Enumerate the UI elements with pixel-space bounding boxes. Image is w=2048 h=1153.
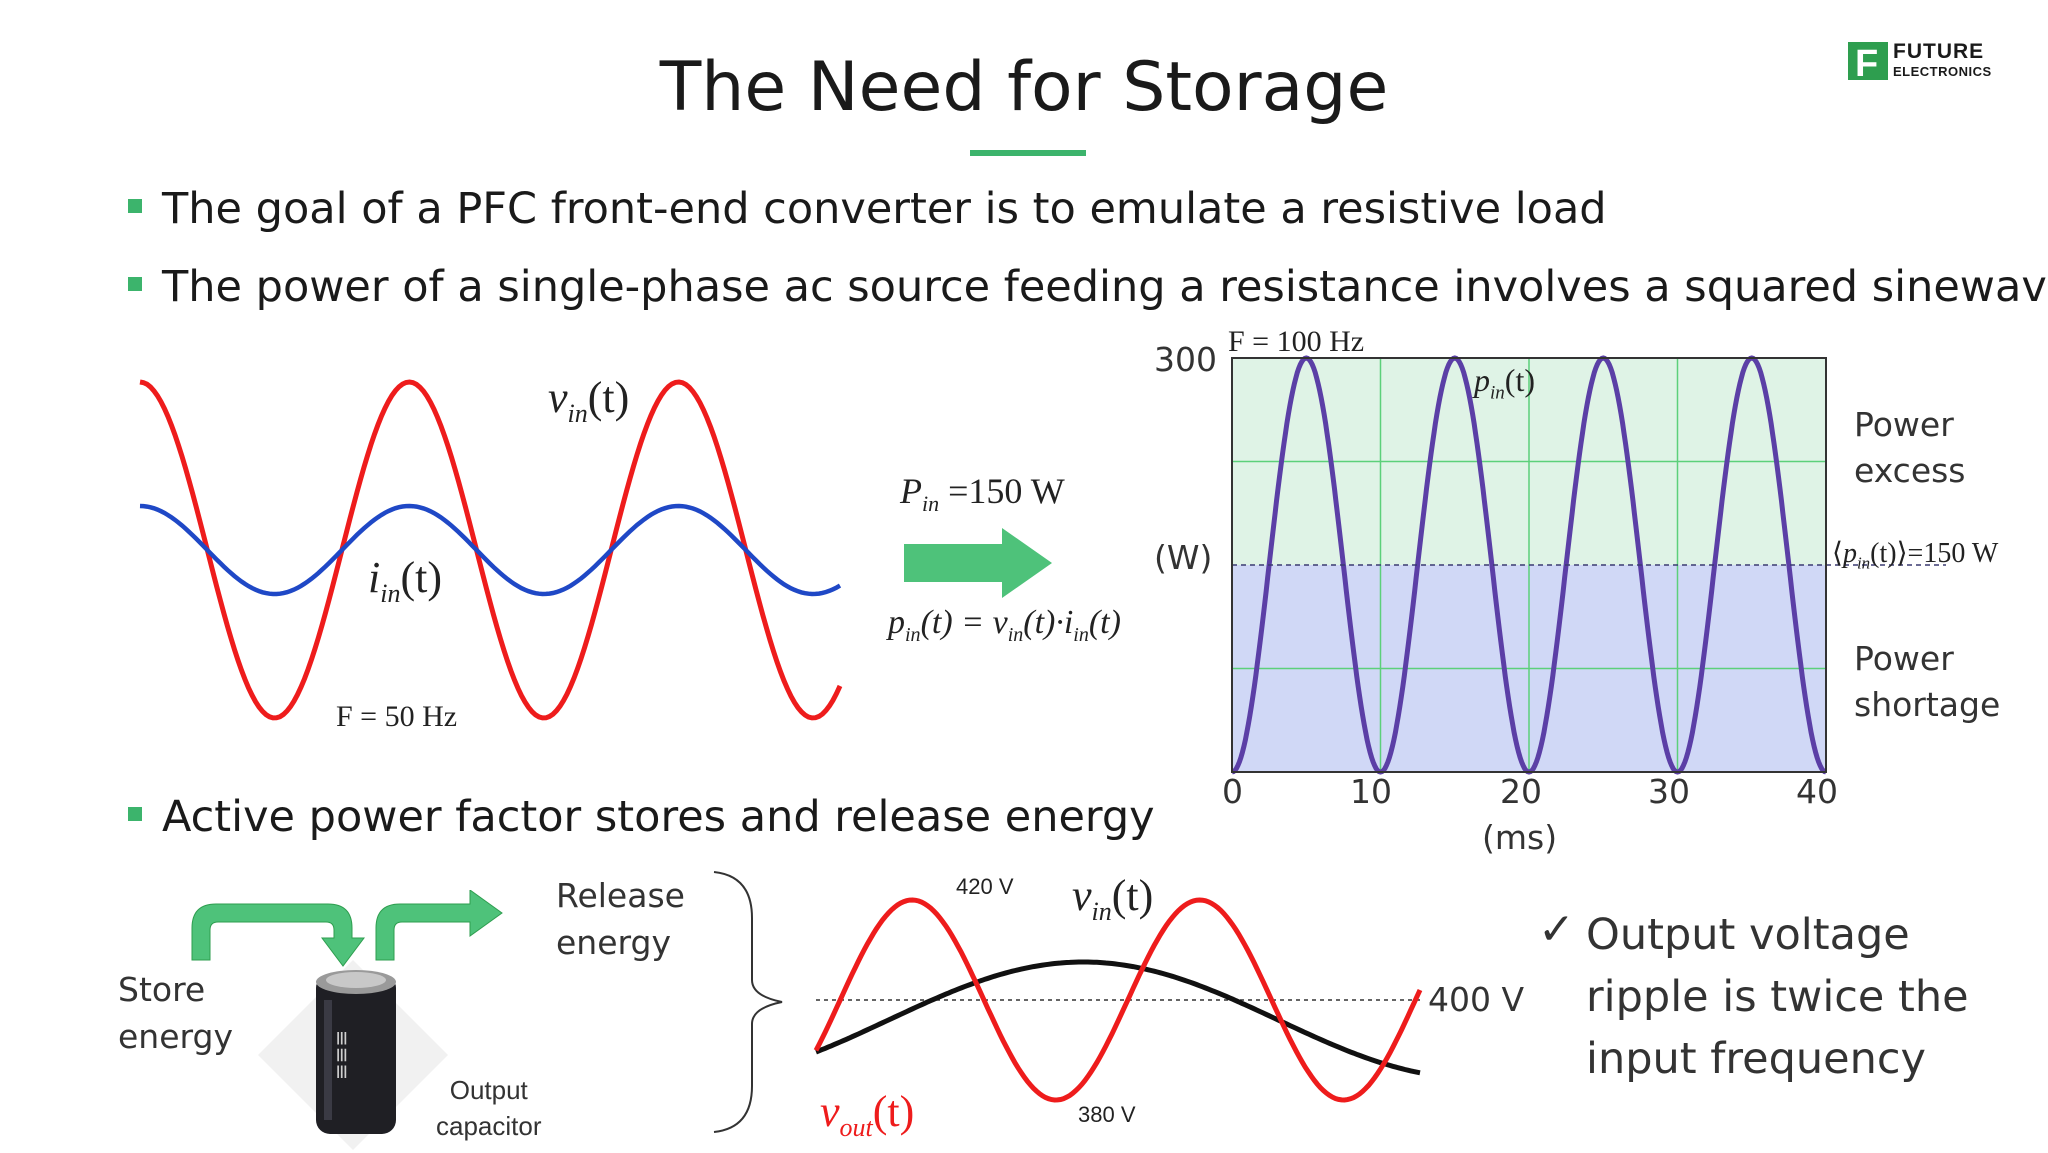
future-electronics-logo: F FUTURE ELECTRONICS <box>1848 40 2018 85</box>
iin-curve <box>139 503 842 597</box>
v380-label: 380 V <box>1078 1102 1136 1127</box>
ripple-vout-curve <box>813 897 1423 1103</box>
capacitor-image: ≡≡≡ <box>258 960 448 1150</box>
pin-curve-label: pin(t) <box>1474 362 1535 404</box>
release-arrow-icon <box>375 890 503 961</box>
logo-mark-icon: F <box>1848 42 1888 85</box>
x-tick-10: 10 <box>1350 772 1392 811</box>
iin-label: iin(t) <box>368 553 442 608</box>
bullet-3-text: Active power factor stores and release e… <box>162 792 1155 842</box>
v400-label: 400 V <box>1428 980 1525 1019</box>
storage-arrows <box>191 890 503 967</box>
power-formula: pin(t) = vin(t)·iin(t) <box>888 604 1121 646</box>
x-axis-label: (ms) <box>1482 818 1558 857</box>
bullet-3: Active power factor stores and release e… <box>128 792 1155 842</box>
freq-50hz-label: F = 50 Hz <box>336 700 458 733</box>
average-label: ⟨pin(t)⟩=150 W <box>1832 538 1999 573</box>
bullet-2-text: The power of a single-phase ac source fe… <box>162 262 2048 312</box>
chart-title: F = 100 Hz <box>1228 325 1365 358</box>
plot-frame <box>1231 357 1827 773</box>
ripple-note: Output voltage ripple is twice the input… <box>1586 910 1969 1084</box>
pin-label: Pin =150 W <box>900 471 1065 517</box>
store-arrow-icon <box>191 903 365 967</box>
power-chart <box>1231 355 1946 775</box>
ripple-vin-curve <box>815 959 1421 1076</box>
bullet-2: The power of a single-phase ac source fe… <box>128 262 2048 312</box>
vin-label: vin(t) <box>548 373 630 428</box>
arrow-right-icon <box>904 528 1052 598</box>
bullet-square-icon <box>128 198 142 213</box>
input-waveform <box>139 379 843 721</box>
ripple-vin-label: vin(t) <box>1072 871 1154 926</box>
x-tick-20: 20 <box>1500 772 1542 811</box>
check-icon: ✓ <box>1538 904 1575 955</box>
y-tick-300: 300 <box>1154 340 1217 379</box>
page-title: The Need for Storage <box>659 48 1389 127</box>
logo-line2: ELECTRONICS <box>1893 64 1992 79</box>
svg-text:≡≡≡: ≡≡≡ <box>329 1030 353 1080</box>
curly-brace <box>713 871 783 1133</box>
x-tick-30: 30 <box>1648 772 1690 811</box>
v420-label: 420 V <box>956 874 1014 899</box>
x-tick-0: 0 <box>1222 772 1243 811</box>
logo-letter: F <box>1855 43 1878 84</box>
bullet-square-icon <box>128 806 142 821</box>
title-underline <box>970 150 1086 156</box>
x-tick-40: 40 <box>1796 772 1838 811</box>
bullet-1: The goal of a PFC front-end converter is… <box>128 184 1607 234</box>
ripple-waveform <box>813 897 1423 1103</box>
bullet-1-text: The goal of a PFC front-end converter is… <box>162 184 1607 234</box>
vout-label: vout(t) <box>820 1087 915 1142</box>
vin-curve <box>139 379 843 721</box>
bullet-square-icon <box>128 276 142 291</box>
logo-line1: FUTURE <box>1893 40 1985 63</box>
y-axis-label: (W) <box>1154 538 1213 577</box>
